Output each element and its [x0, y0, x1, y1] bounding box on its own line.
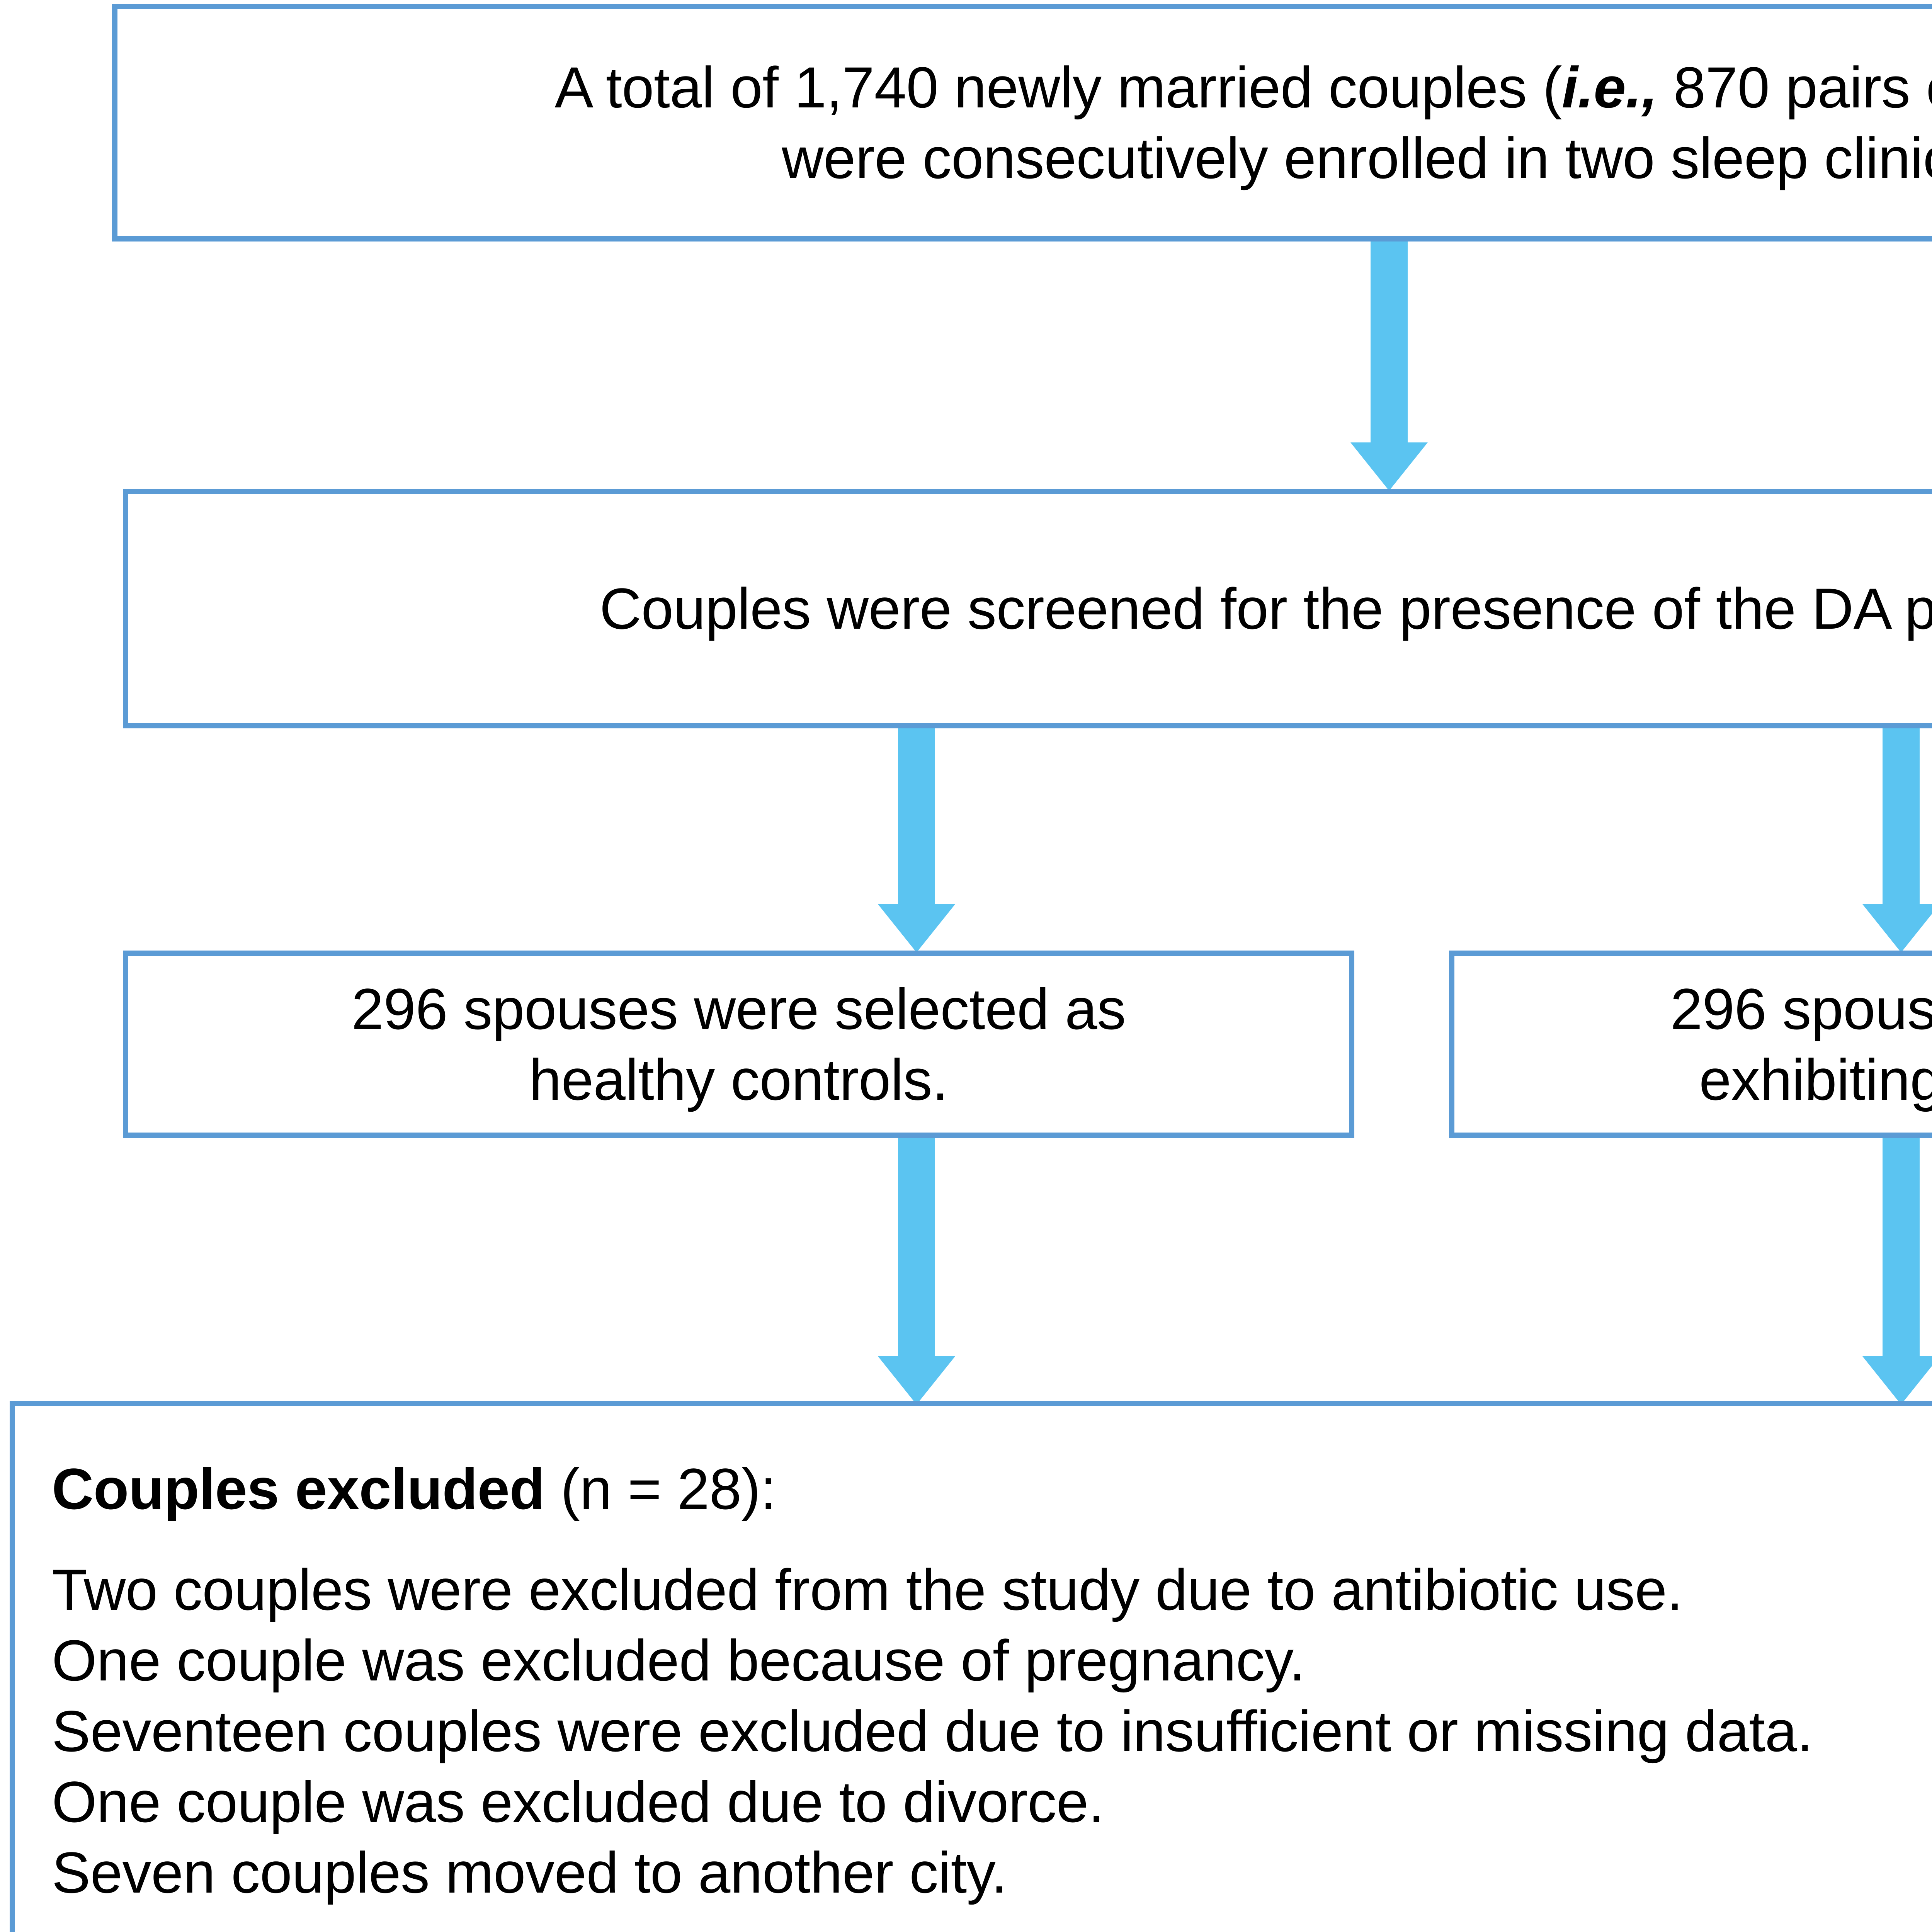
- arrow-stem: [1883, 728, 1920, 904]
- arrow-head-icon: [1862, 904, 1932, 952]
- arrow-stem: [898, 1138, 935, 1356]
- excluded-title-bold: Couples excluded: [52, 1456, 545, 1521]
- excluded-reason-2: One couple was excluded because of pregn…: [52, 1628, 1305, 1693]
- excluded-reason-4: One couple was excluded due to divorce.: [52, 1769, 1104, 1834]
- arrow-head-icon: [878, 1356, 955, 1405]
- excluded-title: Couples excluded (n = 28):: [52, 1454, 777, 1524]
- excluded-reason-3: Seventeen couples were excluded due to i…: [52, 1699, 1813, 1764]
- arrow-cases-to-excluded: [1862, 1138, 1932, 1405]
- controls-line1: 296 spouses were selected as: [351, 976, 1126, 1041]
- enrollment-line1-italic: i.e.,: [1561, 54, 1658, 120]
- arrow-head-icon: [1350, 442, 1428, 491]
- box-healthy-controls: 296 spouses were selected as healthy con…: [123, 951, 1354, 1138]
- cases-line1: 296 spouses were identified as: [1670, 976, 1932, 1041]
- controls-line2: healthy controls.: [529, 1047, 948, 1112]
- excluded-reason-5: Seven couples moved to another city.: [52, 1840, 1007, 1905]
- arrow-enrollment-to-screening: [1350, 242, 1428, 491]
- enrollment-line1-part-b: 870 pairs of spouses): [1673, 54, 1932, 120]
- arrow-stem: [898, 728, 935, 904]
- box-da-phenotype: 296 spouses were identified as exhibitin…: [1449, 951, 1932, 1138]
- arrow-screening-to-cases: [1862, 728, 1932, 952]
- box-screening-text: Couples were screened for the presence o…: [599, 576, 1932, 641]
- box-couples-excluded: Couples excluded (n = 28): Two couples w…: [10, 1401, 1932, 1932]
- box-enrollment-text: A total of 1,740 newly married couples (…: [555, 52, 1932, 194]
- enrollment-line2: were consecutively enrolled in two sleep…: [782, 125, 1932, 190]
- cases-line2: exhibiting the DA phenotype.: [1699, 1047, 1932, 1112]
- arrow-stem: [1883, 1138, 1920, 1356]
- box-enrollment: A total of 1,740 newly married couples (…: [112, 4, 1932, 242]
- arrow-stem: [1371, 242, 1408, 442]
- box-screening: Couples were screened for the presence o…: [123, 489, 1932, 728]
- excluded-reason-1: Two couples were excluded from the study…: [52, 1557, 1683, 1622]
- arrow-head-icon: [878, 904, 955, 952]
- arrow-screening-to-controls: [878, 728, 955, 952]
- arrow-head-icon: [1862, 1356, 1932, 1405]
- box-healthy-controls-text: 296 spouses were selected as healthy con…: [352, 974, 1126, 1115]
- box-da-phenotype-text: 296 spouses were identified as exhibitin…: [1670, 974, 1932, 1115]
- excluded-title-rest: (n = 28):: [544, 1456, 777, 1521]
- arrow-controls-to-excluded: [878, 1138, 955, 1405]
- enrollment-line1-part-a: A total of 1,740 newly married couples (: [554, 54, 1562, 120]
